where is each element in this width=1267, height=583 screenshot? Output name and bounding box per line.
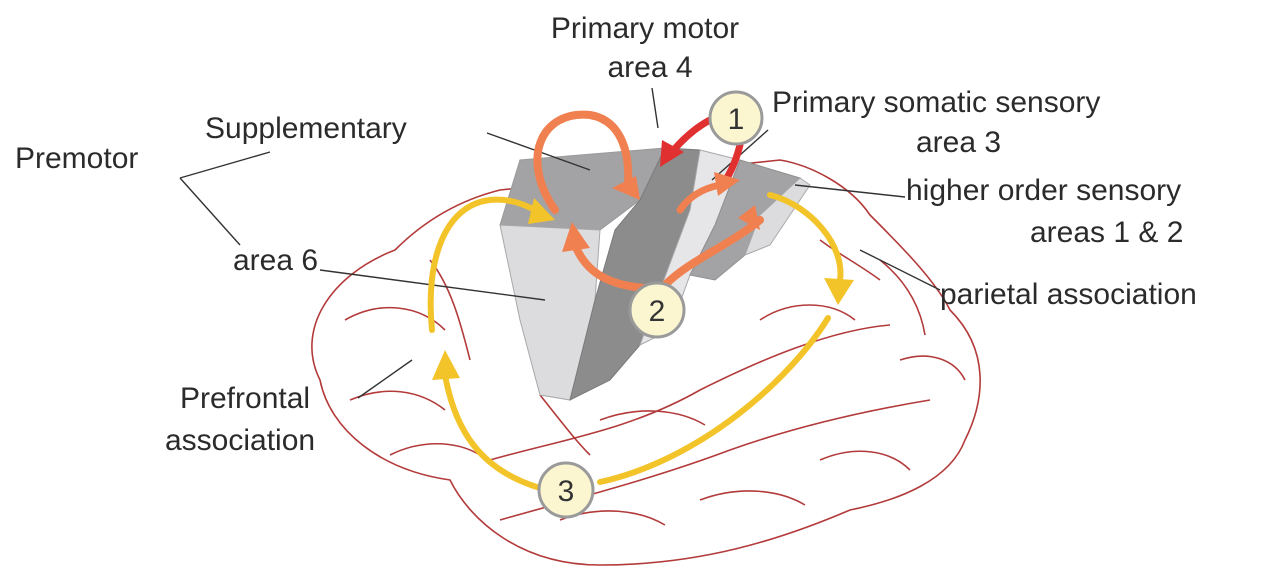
red-arrow-to-area-4 xyxy=(672,120,710,152)
yellow-arrowhead-parietal xyxy=(824,278,854,305)
label-association: association xyxy=(165,424,315,457)
yellow-arrowhead-prefrontal xyxy=(432,350,460,380)
marker-3: 3 xyxy=(539,463,593,517)
label-primary-motor: Primary motor xyxy=(551,12,739,45)
label-parietal-association: parietal association xyxy=(940,278,1197,311)
marker-1: 1 xyxy=(710,92,762,144)
gyrus-6 xyxy=(700,491,805,505)
label-primary-somatic-sensory: Primary somatic sensory xyxy=(772,86,1100,119)
leader-premotor-bottom xyxy=(180,178,240,245)
marker-1-number: 1 xyxy=(728,103,745,136)
labels: Primary motor area 4 Supplementary Premo… xyxy=(15,12,1197,457)
leader-parietal xyxy=(860,250,940,290)
leader-premotor-top xyxy=(180,152,270,178)
label-areas-1-2: areas 1 & 2 xyxy=(1030,216,1183,249)
label-area-4: area 4 xyxy=(607,51,692,84)
label-higher-order-sensory: higher order sensory xyxy=(906,174,1181,207)
marker-3-number: 3 xyxy=(558,475,575,508)
leader-area-4 xyxy=(652,88,658,128)
gyrus-9 xyxy=(820,240,880,280)
marker-2: 2 xyxy=(630,283,684,337)
gyrus-13 xyxy=(540,395,590,455)
marker-2-number: 2 xyxy=(649,295,666,328)
gyrus-7 xyxy=(820,451,910,470)
label-area-6: area 6 xyxy=(233,244,318,277)
cortical-areas xyxy=(500,148,810,400)
label-supplementary: Supplementary xyxy=(205,112,407,145)
yellow-arrow-3-to-prefrontal xyxy=(445,375,540,488)
leader-areas-1-2 xyxy=(795,185,905,197)
gyrus-10 xyxy=(760,305,855,320)
gyrus-3 xyxy=(390,444,480,455)
gyrus-11 xyxy=(900,356,965,380)
label-premotor: Premotor xyxy=(15,142,138,175)
label-prefrontal: Prefrontal xyxy=(180,382,310,415)
label-area-3: area 3 xyxy=(916,126,1001,159)
gyrus-4 xyxy=(430,260,470,360)
